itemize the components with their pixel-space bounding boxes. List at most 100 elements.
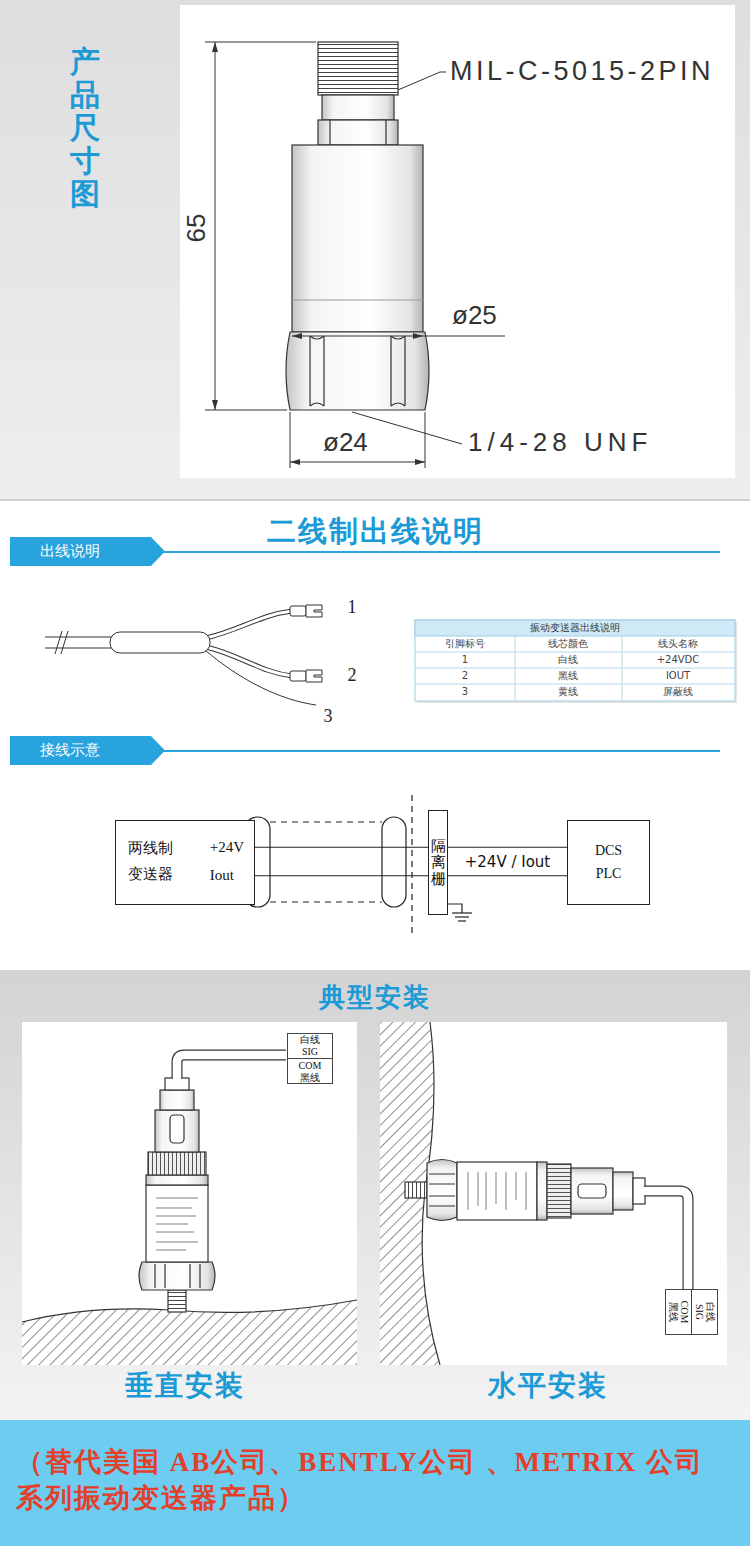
signal-wire <box>448 847 567 848</box>
box-text: 两线制 变送器 <box>128 836 176 887</box>
figure-caption: 垂直安装 <box>125 1370 245 1402</box>
wiring-table <box>415 620 737 703</box>
sensor-drawing <box>329 120 330 145</box>
banner-text: （替代美国 AB公司、BENTLY公司 、METRIX 公司 系列振动变送器产品… <box>16 1444 736 1517</box>
dimension-lines <box>423 336 505 337</box>
horizontal-install-drawing <box>644 1191 688 1289</box>
sensor-drawing <box>292 145 423 332</box>
replacement-banner: （替代美国 AB公司、BENTLY公司 、METRIX 公司 系列振动变送器产品… <box>0 1420 750 1546</box>
vertical-install-drawing <box>160 1090 194 1110</box>
cable-drawing <box>290 606 306 616</box>
section-title: 产品尺寸图 <box>70 45 100 210</box>
table-cell: 黑线 <box>558 670 578 682</box>
horizontal-install-drawing <box>380 1022 688 1365</box>
horizontal-install-drawing <box>429 1174 455 1206</box>
horizontal-install-drawing <box>457 1162 537 1220</box>
box-text: 隔离栅 <box>431 838 446 888</box>
cable-drawing <box>45 637 112 638</box>
section-tab: 出线说明 <box>10 537 165 566</box>
wire-tag: 白线 SIGCOM 黑线 <box>665 1289 718 1335</box>
vertical-install-drawing <box>165 1078 189 1090</box>
background <box>0 970 750 1420</box>
wiring-table <box>415 684 735 685</box>
dimension-lines <box>205 42 505 468</box>
wiring-drawing <box>452 912 472 913</box>
tab-label: 出线说明 <box>40 542 100 561</box>
box-text: Iout <box>210 867 244 884</box>
wire-tag-text: COM 黑线 <box>288 1060 332 1083</box>
cable-drawing <box>206 611 292 638</box>
background <box>0 500 750 970</box>
vertical-install-drawing <box>22 1300 357 1322</box>
table-cell: IOUT <box>666 670 690 682</box>
dimension-lines <box>205 410 287 411</box>
wiring-table <box>415 636 735 701</box>
horizontal-install-drawing <box>644 1191 688 1289</box>
vertical-install-drawing <box>170 1115 184 1143</box>
wiring-drawing <box>448 904 462 913</box>
table-cell: +24VDC <box>657 654 700 666</box>
box-text: +24V <box>210 839 244 856</box>
cable-drawing <box>306 605 322 617</box>
wire-tag-text: COM 黑线 <box>667 1290 690 1334</box>
horizontal-install-drawing <box>405 1182 427 1198</box>
table-cell: 3 <box>462 686 468 698</box>
cable-drawing <box>205 650 316 705</box>
wiring-table <box>415 652 735 653</box>
cable-drawing <box>45 648 112 649</box>
cable-drawing <box>290 671 306 681</box>
wire-tag-text: 白线 SIG <box>288 1034 332 1059</box>
background <box>0 0 750 1420</box>
horizontal-install-drawing <box>633 1178 645 1204</box>
horizontal-install-drawing <box>547 1164 571 1218</box>
wiring-table <box>415 620 735 701</box>
dimension-lines <box>205 42 316 43</box>
vertical-install-drawing <box>146 1185 208 1262</box>
dimension-lines <box>352 412 462 444</box>
dimension: ø25 <box>452 301 497 331</box>
wire-tag-text: 白线 SIG <box>691 1290 716 1334</box>
table-header: 线头名称 <box>658 638 698 650</box>
cable-drawing <box>61 631 68 654</box>
vertical-install-drawing <box>22 1055 357 1365</box>
sensor-drawing <box>310 336 405 406</box>
background <box>180 5 735 478</box>
figure-caption: 水平安装 <box>488 1370 608 1402</box>
table-header: 引脚标号 <box>445 638 485 650</box>
signal-wire <box>255 847 428 848</box>
dimension-lines <box>290 412 291 468</box>
dimension-lines <box>398 72 446 90</box>
section-title: 典型安装 <box>319 983 431 1013</box>
cable-drawing <box>45 605 322 705</box>
callout-number: 1 <box>348 597 357 618</box>
vertical-install-drawing <box>156 1198 198 1250</box>
vertical-install-drawing <box>155 1110 199 1152</box>
table-cell: 屏蔽线 <box>663 686 693 698</box>
sensor-drawing <box>322 95 394 120</box>
wiring-drawing <box>458 920 466 921</box>
callout-number: 2 <box>348 665 357 686</box>
wiring-table <box>515 636 516 701</box>
tag-rotator: 白线 SIGCOM 黑线 <box>670 1290 714 1334</box>
section-title: 二线制出线说明 <box>267 515 484 548</box>
connector-spec: MIL-C-5015-2PIN <box>450 56 714 87</box>
horizontal-install-drawing <box>578 1184 606 1198</box>
wiring-drawing <box>270 821 382 822</box>
wiring-drawing <box>270 901 382 902</box>
table-title: 振动变送器出线说明 <box>530 622 620 634</box>
wiring-drawing <box>455 916 469 917</box>
dimension: ø24 <box>323 428 368 458</box>
background <box>22 1022 357 1365</box>
wire-label: +24V / Iout <box>463 853 553 871</box>
vertical-install-drawing <box>146 1175 208 1185</box>
horizontal-install-drawing <box>468 1172 526 1210</box>
vertical-install-drawing <box>177 1055 286 1079</box>
box-text: DCS PLC <box>590 840 626 885</box>
table-cell: 2 <box>462 670 468 682</box>
horizontal-install-drawing <box>571 1168 613 1214</box>
control-system-box: DCS PLC <box>567 820 650 905</box>
sensor-drawing <box>385 120 386 145</box>
